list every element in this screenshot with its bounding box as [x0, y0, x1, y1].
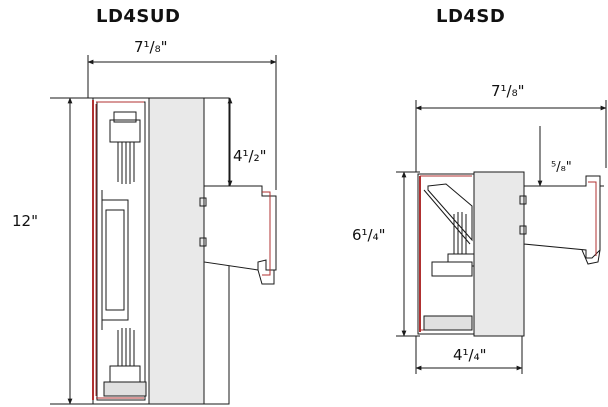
- ld4sd-offset-label: ⁵/₈": [551, 160, 572, 175]
- ld4sud-width-label: 7¹/₈": [134, 38, 168, 56]
- ld4sud-drawing: [50, 55, 277, 405]
- ld4sud-title: LD4SUD: [96, 6, 181, 27]
- ld4sd-bottom-width-label: 4¹/₄": [453, 346, 487, 364]
- ld4sud-bracket-drop-label: 4¹/₂": [233, 147, 267, 165]
- ld4sud-height-label: 12": [12, 212, 38, 230]
- ld4sd-drawing: [396, 100, 607, 374]
- ld4sd-height-label: 6¹/₄": [352, 226, 386, 244]
- ld4sd-width-label: 7¹/₈": [491, 82, 525, 100]
- ld4sd-title: LD4SD: [436, 6, 506, 27]
